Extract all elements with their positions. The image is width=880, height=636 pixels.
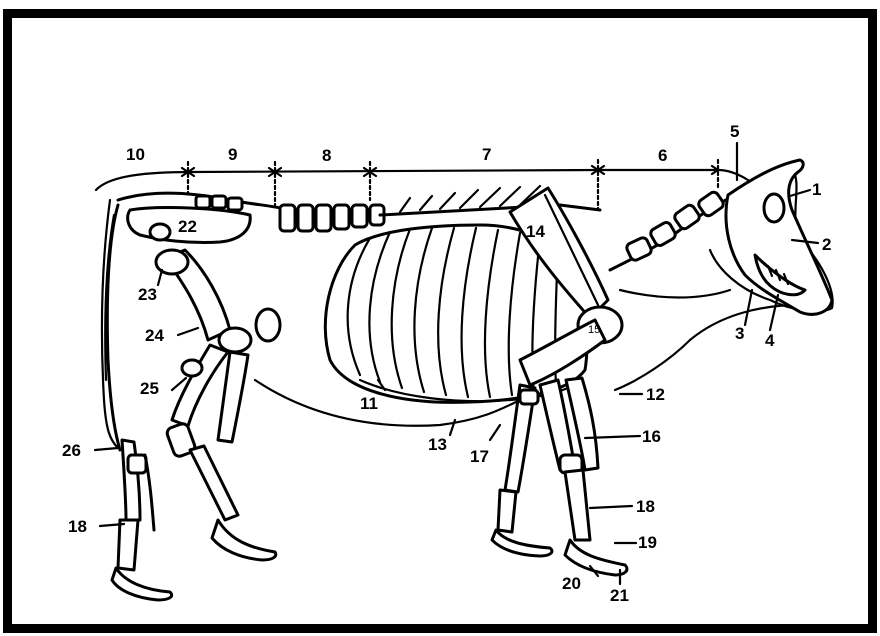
- label-21: 21: [610, 586, 629, 605]
- label-18-front: 18: [636, 497, 655, 516]
- label-19: 19: [638, 533, 657, 552]
- label-18-hind: 18: [68, 517, 87, 536]
- label-23: 23: [138, 285, 157, 304]
- label-12: 12: [646, 385, 665, 404]
- label-6: 6: [658, 146, 667, 165]
- label-20: 20: [562, 574, 581, 593]
- label-24: 24: [145, 326, 164, 345]
- label-13: 13: [428, 435, 447, 454]
- label-25: 25: [140, 379, 159, 398]
- label-4: 4: [765, 331, 775, 350]
- label-1: 1: [812, 180, 821, 199]
- label-8: 8: [322, 146, 331, 165]
- label-15: 15: [588, 324, 600, 336]
- label-11: 11: [360, 394, 378, 413]
- label-14: 14: [526, 222, 545, 241]
- label-5: 5: [730, 122, 739, 141]
- label-2: 2: [822, 235, 831, 254]
- label-9: 9: [228, 145, 237, 164]
- label-16: 16: [642, 427, 661, 446]
- label-10: 10: [126, 145, 145, 164]
- label-3: 3: [735, 324, 744, 343]
- label-22: 22: [178, 217, 197, 236]
- label-17: 17: [470, 447, 489, 466]
- label-7: 7: [482, 145, 491, 164]
- label-26: 26: [62, 441, 81, 460]
- tail: [105, 205, 120, 450]
